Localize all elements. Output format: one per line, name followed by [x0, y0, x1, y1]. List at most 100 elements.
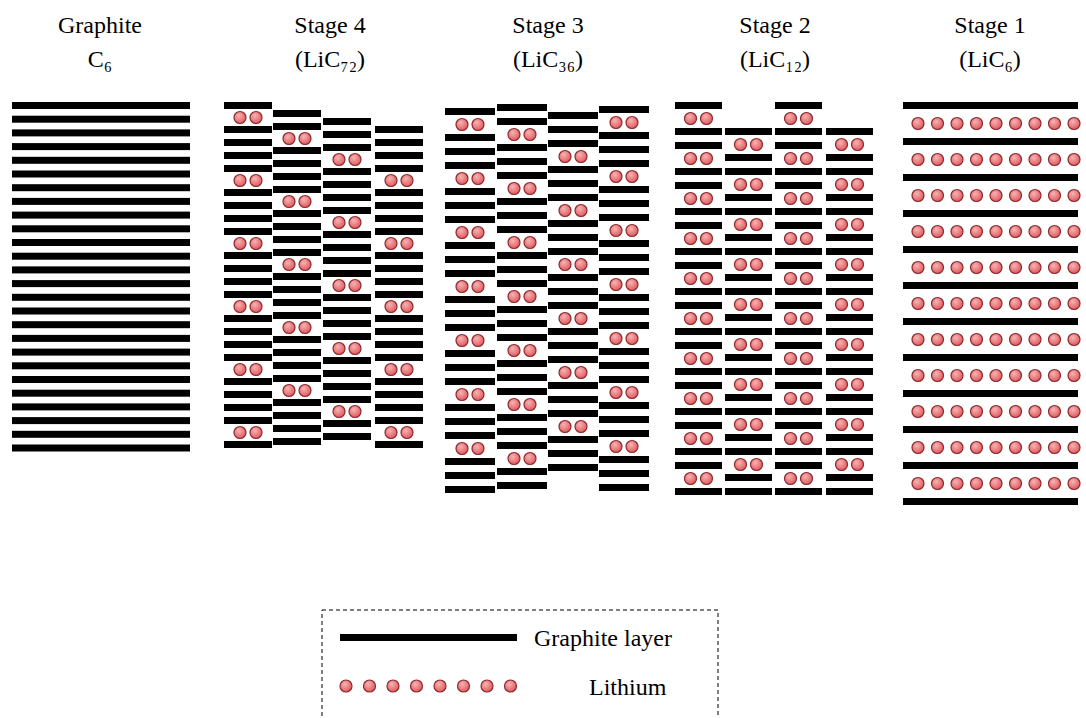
- lithium-ion: [801, 113, 813, 125]
- lithium-ion: [299, 196, 311, 208]
- lithium-ion: [626, 333, 638, 345]
- graphite-layer: [903, 138, 1078, 145]
- lithium-ion: [912, 262, 924, 274]
- lithium-ion: [836, 379, 848, 391]
- lithium-ion: [559, 367, 571, 379]
- lithium-ion: [685, 353, 697, 365]
- lithium-ion: [575, 151, 587, 163]
- graphite-layer: [445, 432, 495, 439]
- lithium-ion: [990, 478, 1002, 490]
- lithium-ion: [299, 322, 311, 334]
- lithium-ion: [971, 262, 983, 274]
- graphite-layer: [273, 349, 321, 356]
- lithium-ion: [1049, 478, 1061, 490]
- graphite-layer: [725, 488, 772, 495]
- graphite-layer: [445, 310, 495, 317]
- lithium-ion: [472, 443, 484, 455]
- lithium-ion: [990, 334, 1002, 346]
- graphite-layer: [323, 194, 371, 201]
- lithium-ion: [852, 419, 864, 431]
- graphite-layer: [725, 234, 772, 241]
- lithium-ion: [401, 301, 413, 313]
- lithium-ion: [1029, 406, 1041, 418]
- graphite-layer: [445, 472, 495, 479]
- lithium-ion: [751, 379, 763, 391]
- lithium-ion: [524, 291, 536, 303]
- lithium-ion: [456, 173, 468, 185]
- graphite-stack: [12, 102, 190, 452]
- lithium-ion: [472, 173, 484, 185]
- lithium-ion: [1049, 298, 1061, 310]
- graphite-layer: [224, 391, 272, 398]
- lithium-ion: [610, 117, 622, 129]
- graphite-layer: [273, 160, 321, 167]
- graphite-layer: [903, 498, 1078, 505]
- lithium-ion: [751, 419, 763, 431]
- graphite-layer: [445, 202, 495, 209]
- graphite-layer: [12, 335, 190, 342]
- graphite-layer: [375, 189, 423, 196]
- lithium-ion: [836, 259, 848, 271]
- graphite-layer: [826, 408, 873, 415]
- lithium-ion: [971, 334, 983, 346]
- legend-label: Graphite layer: [534, 623, 672, 653]
- graphite-layer: [775, 302, 822, 309]
- lithium-ion: [932, 406, 944, 418]
- lithium-ion: [836, 219, 848, 231]
- lithium-ion: [951, 442, 963, 454]
- lithium-ion: [735, 299, 747, 311]
- lithium-ion: [524, 129, 536, 141]
- graphite-layer: [497, 442, 547, 449]
- graphite-layer: [497, 468, 547, 475]
- graphite-layer: [599, 186, 649, 193]
- staged-stack: [224, 102, 423, 448]
- lithium-ion: [971, 226, 983, 238]
- lithium-ion: [472, 335, 484, 347]
- graphite-layer: [599, 132, 649, 139]
- lithium-ion: [250, 238, 262, 250]
- graphite-layer: [273, 299, 321, 306]
- lithium-ion: [575, 421, 587, 433]
- lithium-ion: [801, 153, 813, 165]
- lithium-ion: [735, 459, 747, 471]
- graphite-layer: [273, 362, 321, 369]
- lithium-ion: [626, 279, 638, 291]
- graphite-layer: [903, 318, 1078, 325]
- graphite-layer: [323, 420, 371, 427]
- lithium-ion: [971, 154, 983, 166]
- graphite-layer: [224, 278, 272, 285]
- lithium-ion: [434, 680, 446, 692]
- graphite-layer: [599, 214, 649, 221]
- graphite-layer: [775, 448, 822, 455]
- graphite-layer: [497, 104, 547, 111]
- lithium-ion: [951, 118, 963, 130]
- lithium-ion: [751, 139, 763, 151]
- lithium-ion: [472, 281, 484, 293]
- lithium-ion: [1010, 118, 1022, 130]
- lithium-ion: [1010, 154, 1022, 166]
- lithium-ion: [852, 459, 864, 471]
- graphite-layer: [497, 252, 547, 259]
- graphite-layer: [323, 307, 371, 314]
- graphite-layer: [12, 376, 190, 383]
- lithium-ion: [1049, 442, 1061, 454]
- lithium-ion: [990, 298, 1002, 310]
- lithium-ion: [385, 301, 397, 313]
- graphite-layer: [497, 144, 547, 151]
- lithium-ion: [1049, 190, 1061, 202]
- lithium-ion: [785, 153, 797, 165]
- graphite-layer: [548, 396, 598, 403]
- graphite-layer: [903, 174, 1078, 181]
- lithium-ion: [1068, 298, 1080, 310]
- graphite-layer: [903, 282, 1078, 289]
- graphite-layer: [323, 333, 371, 340]
- lithium-ion: [333, 406, 345, 418]
- lithium-ion: [333, 280, 345, 292]
- graphite-layer: [375, 278, 423, 285]
- graphite-layer: [323, 181, 371, 188]
- lithium-ion: [524, 453, 536, 465]
- graphite-layer: [826, 328, 873, 335]
- graphite-layer: [445, 108, 495, 115]
- graphite-layer: [725, 474, 772, 481]
- graphite-layer: [725, 208, 772, 215]
